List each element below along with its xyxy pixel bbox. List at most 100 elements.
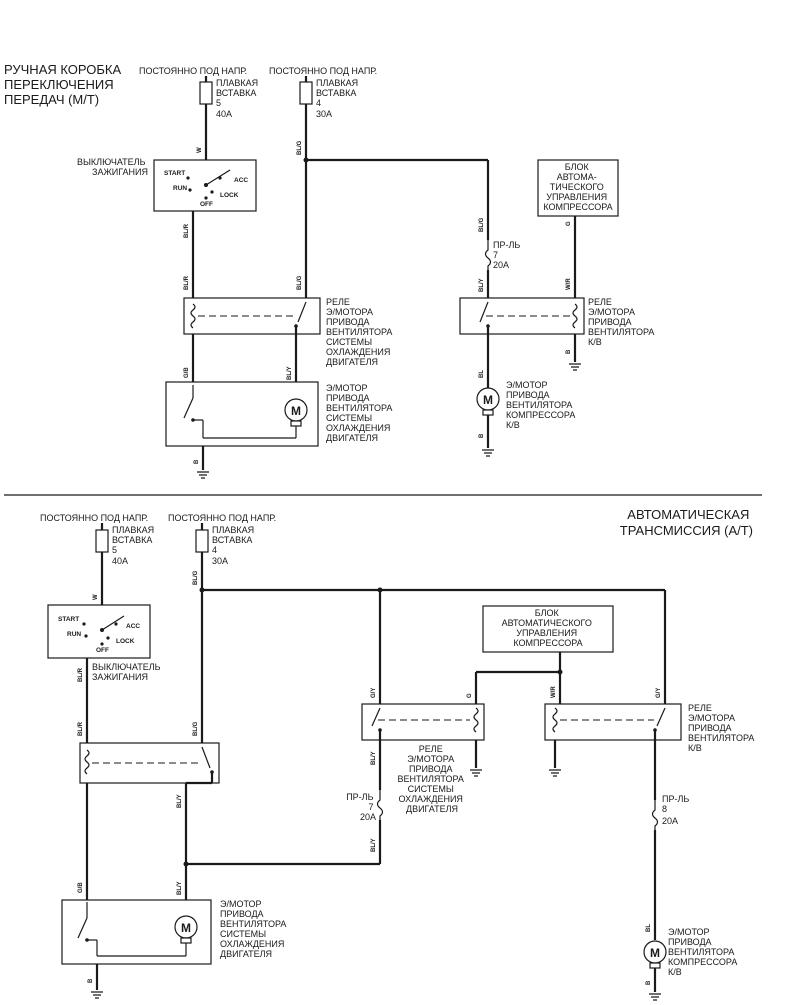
mt-const-power-label-2: ПОСТОЯННО ПОД НАПР.: [269, 66, 377, 76]
fuse-body-icon: [199, 81, 213, 105]
mt-compressor-control-unit: БЛОК АВТОМА- ТИЧЕСКОГО УПРАВЛЕНИЯ КОМПРЕ…: [537, 159, 619, 217]
at-ignition-switch: START ACC RUN LOCK OFF: [47, 604, 151, 659]
svg-text:ACC: ACC: [126, 623, 140, 630]
svg-text:M: M: [181, 921, 191, 935]
at-wire-label-blr-1: BL/R: [78, 667, 84, 682]
at-wire-label-bl: BL: [646, 924, 652, 932]
at-fusible-link-5: ПЛАВКАЯ ВСТАВКА 5 40A: [95, 523, 157, 605]
mt-wire-label-blr-2: BL/R: [184, 275, 190, 290]
svg-text:Э/МОТОР ПРИВОДА: Э/МОТОР ПРИВОДА ВЕНТИЛЯТОРА КОМПРЕССОРА …: [506, 380, 578, 430]
fuse-body-icon: [95, 529, 109, 553]
mt-fusible-link-5: ПЛАВКАЯ ВСТАВКА 5 40A: [199, 76, 258, 160]
at-fuse-7: ПР-ЛЬ 7 20A: [346, 790, 384, 822]
svg-text:LOCK: LOCK: [220, 192, 239, 199]
at-wire-label-bly-2: BL/Y: [177, 881, 183, 895]
fuse-icon: [484, 240, 492, 270]
mt-ac-fan-relay: РЕЛЕ Э/МОТОРА ПРИВОДА ВЕНТИЛЯТОРА К/В: [459, 297, 657, 347]
relay-coil-icon: [190, 303, 196, 329]
svg-text:Э/МОТОР ПРИВОДА: Э/МОТОР ПРИВОДА ВЕНТИЛЯТОРА КОМПРЕССОРА …: [668, 927, 740, 977]
svg-text:RUN: RUN: [67, 631, 81, 638]
svg-text:M: M: [483, 393, 493, 407]
at-engine-fan-relay: [79, 742, 220, 784]
ground-icon: [549, 769, 561, 777]
mt-wire-label-b: B: [194, 459, 200, 464]
mt-ignition-switch-label: ВЫКЛЮЧАТЕЛЬ ЗАЖИГАНИЯ: [77, 157, 148, 177]
svg-text:РЕЛЕ Э/МОТОРА: РЕЛЕ Э/МОТОРА ПРИВОДА ВЕНТИЛЯТОРА К/В: [688, 703, 757, 753]
svg-text:M: M: [291, 404, 301, 418]
at-wire-label-blr-2: BL/R: [78, 721, 84, 736]
svg-text:START: START: [164, 170, 185, 177]
at-wire-label-b-2: B: [88, 978, 94, 983]
at-title: АВТОМАТИЧЕСКАЯ ТРАНСМИССИЯ (А/Т): [620, 507, 753, 538]
ground-icon: [91, 991, 103, 999]
svg-text:M: M: [650, 946, 660, 960]
mt-wire-label-w: W: [197, 147, 203, 153]
at-wire-label-blg: BL/G: [193, 570, 199, 585]
mt-const-power-label-1: ПОСТОЯННО ПОД НАПР.: [139, 66, 247, 76]
svg-text:ПР-ЛЬ 7 20A: ПР-ЛЬ 7 20A: [346, 792, 376, 822]
mt-wire-label-blg-2: BL/G: [479, 217, 485, 232]
svg-text:RUN: RUN: [173, 185, 187, 192]
at-wire-label-blg-2: BL/G: [193, 721, 199, 736]
svg-text:ПЛАВКАЯ ВСТАВКА: ПЛАВКАЯ ВСТАВКА 4 30A: [212, 525, 257, 566]
at-engine-fan-motor: M Э/МОТОР ПРИВОДА ВЕНТИЛЯТОРА СИСТЕМЫ ОХ…: [61, 899, 289, 965]
mt-engine-fan-motor: M Э/МОТОР ПРИВОДА ВЕНТИЛЯТОРА СИСТЕМЫ ОХ…: [165, 381, 395, 447]
mt-title: РУЧНАЯ КОРОБКА ПЕРЕКЛЮЧЕНИЯ ПЕРЕДАЧ (М/Т…: [4, 62, 125, 107]
mt-wire-label-bly-2: BL/Y: [479, 278, 485, 292]
at-wire-label-gy-2: G/Y: [656, 688, 662, 698]
svg-text:LOCK: LOCK: [116, 638, 135, 645]
mt-wire-label-b-3: B: [479, 433, 485, 438]
svg-text:БЛОК АВТОМАТИЧЕСКОГО: БЛОК АВТОМАТИЧЕСКОГО УПРАВЛЕНИЯ КОМПРЕСС…: [502, 608, 595, 648]
mt-wire-label-blg: BL/G: [297, 140, 303, 155]
svg-text:РЕЛЕ Э/МОТОРА: РЕЛЕ Э/МОТОРА ПРИВОДА ВЕНТИЛЯТОРА СИСТЕМ…: [398, 744, 467, 814]
mt-wire-label-bl: BL: [479, 370, 485, 378]
ground-icon: [482, 449, 494, 457]
ground-icon: [649, 993, 661, 1001]
svg-text:Э/МОТОР ПРИВОДА: Э/МОТОР ПРИВОДА ВЕНТИЛЯТОРА СИСТЕМЫ ОХЛА…: [220, 899, 289, 959]
mt-wire-label-bly: BL/Y: [287, 366, 293, 380]
mt-wire-label-gb: G/B: [184, 367, 190, 378]
relay-coil-icon: [572, 303, 578, 329]
mt-wire-label-blr-1: BL/R: [184, 223, 190, 238]
mt-fuse-7: ПР-ЛЬ 7 20A: [484, 240, 523, 270]
svg-text:ПР-ЛЬ 7 20A: ПР-ЛЬ 7 20A: [493, 240, 523, 270]
ground-icon: [197, 471, 209, 479]
fuse-body-icon: [299, 81, 313, 105]
junction-dot: [557, 669, 563, 675]
relay-coil-icon: [84, 749, 90, 775]
svg-text:РЕЛЕ Э/МОТОРА: РЕЛЕ Э/МОТОРА ПРИВОДА ВЕНТИЛЯТОРА К/В: [588, 297, 657, 347]
at-ac-fan-motor: M Э/МОТОР ПРИВОДА ВЕНТИЛЯТОРА КОМПРЕССОР…: [643, 927, 740, 977]
mt-ignition-switch: START ACC RUN LOCK OFF: [153, 159, 257, 212]
mt-wire-label-blg-3: BL/G: [297, 275, 303, 290]
mt-engine-fan-relay: РЕЛЕ Э/МОТОРА ПРИВОДА ВЕНТИЛЯТОРА СИСТЕМ…: [183, 297, 395, 367]
svg-text:РЕЛЕ Э/МОТОРА: РЕЛЕ Э/МОТОРА ПРИВОДА ВЕНТИЛЯТОРА СИСТЕМ…: [326, 297, 395, 367]
at-compressor-control-unit: БЛОК АВТОМАТИЧЕСКОГО УПРАВЛЕНИЯ КОМПРЕСС…: [482, 605, 614, 653]
svg-text:ACC: ACC: [234, 177, 248, 184]
mt-wire-label-b-2: B: [566, 349, 572, 354]
fuse-icon: [376, 790, 384, 820]
svg-text:OFF: OFF: [200, 201, 213, 208]
at-engine-fan-relay-2: РЕЛЕ Э/МОТОРА ПРИВОДА ВЕНТИЛЯТОРА СИСТЕМ…: [361, 703, 485, 814]
svg-text:ПЛАВКАЯ ВСТАВКА: ПЛАВКАЯ ВСТАВКА 4 30A: [316, 78, 361, 119]
mt-wire-label-wr: W/R: [566, 278, 572, 290]
fuse-icon: [651, 800, 659, 830]
relay-coil-icon: [552, 707, 558, 733]
mt-wire-label-g: G: [566, 221, 572, 226]
relay-coil-icon: [473, 707, 479, 733]
svg-text:START: START: [58, 616, 79, 623]
svg-text:ПР-ЛЬ 8 20A: ПР-ЛЬ 8 20A: [662, 794, 692, 826]
svg-text:ПЛАВКАЯ ВСТАВКА: ПЛАВКАЯ ВСТАВКА 5 40A: [112, 525, 157, 566]
at-wire-label-gy-1: G/Y: [371, 688, 377, 698]
at-wire-label-b-1: B: [646, 980, 652, 985]
at-const-power-label-1: ПОСТОЯННО ПОД НАПР.: [40, 513, 148, 523]
at-const-power-label-2: ПОСТОЯННО ПОД НАПР.: [168, 513, 276, 523]
mt-ac-fan-motor: M Э/МОТОР ПРИВОДА ВЕНТИЛЯТОРА КОМПРЕССОР…: [476, 380, 578, 430]
at-wire-label-wr: W/R: [551, 686, 557, 698]
at-wire-label-gb: G/B: [78, 882, 84, 893]
at-wire-label-g: G: [467, 693, 473, 698]
mt-section: РУЧНАЯ КОРОБКА ПЕРЕКЛЮЧЕНИЯ ПЕРЕДАЧ (М/Т…: [4, 62, 657, 479]
svg-text:Э/МОТОР ПРИВОДА: Э/МОТОР ПРИВОДА ВЕНТИЛЯТОРА СИСТЕМЫ ОХЛА…: [326, 383, 395, 443]
mt-fusible-link-4: ПЛАВКАЯ ВСТАВКА 4 30A: [299, 76, 361, 300]
at-wire-label-bly-4: BL/Y: [371, 838, 377, 852]
